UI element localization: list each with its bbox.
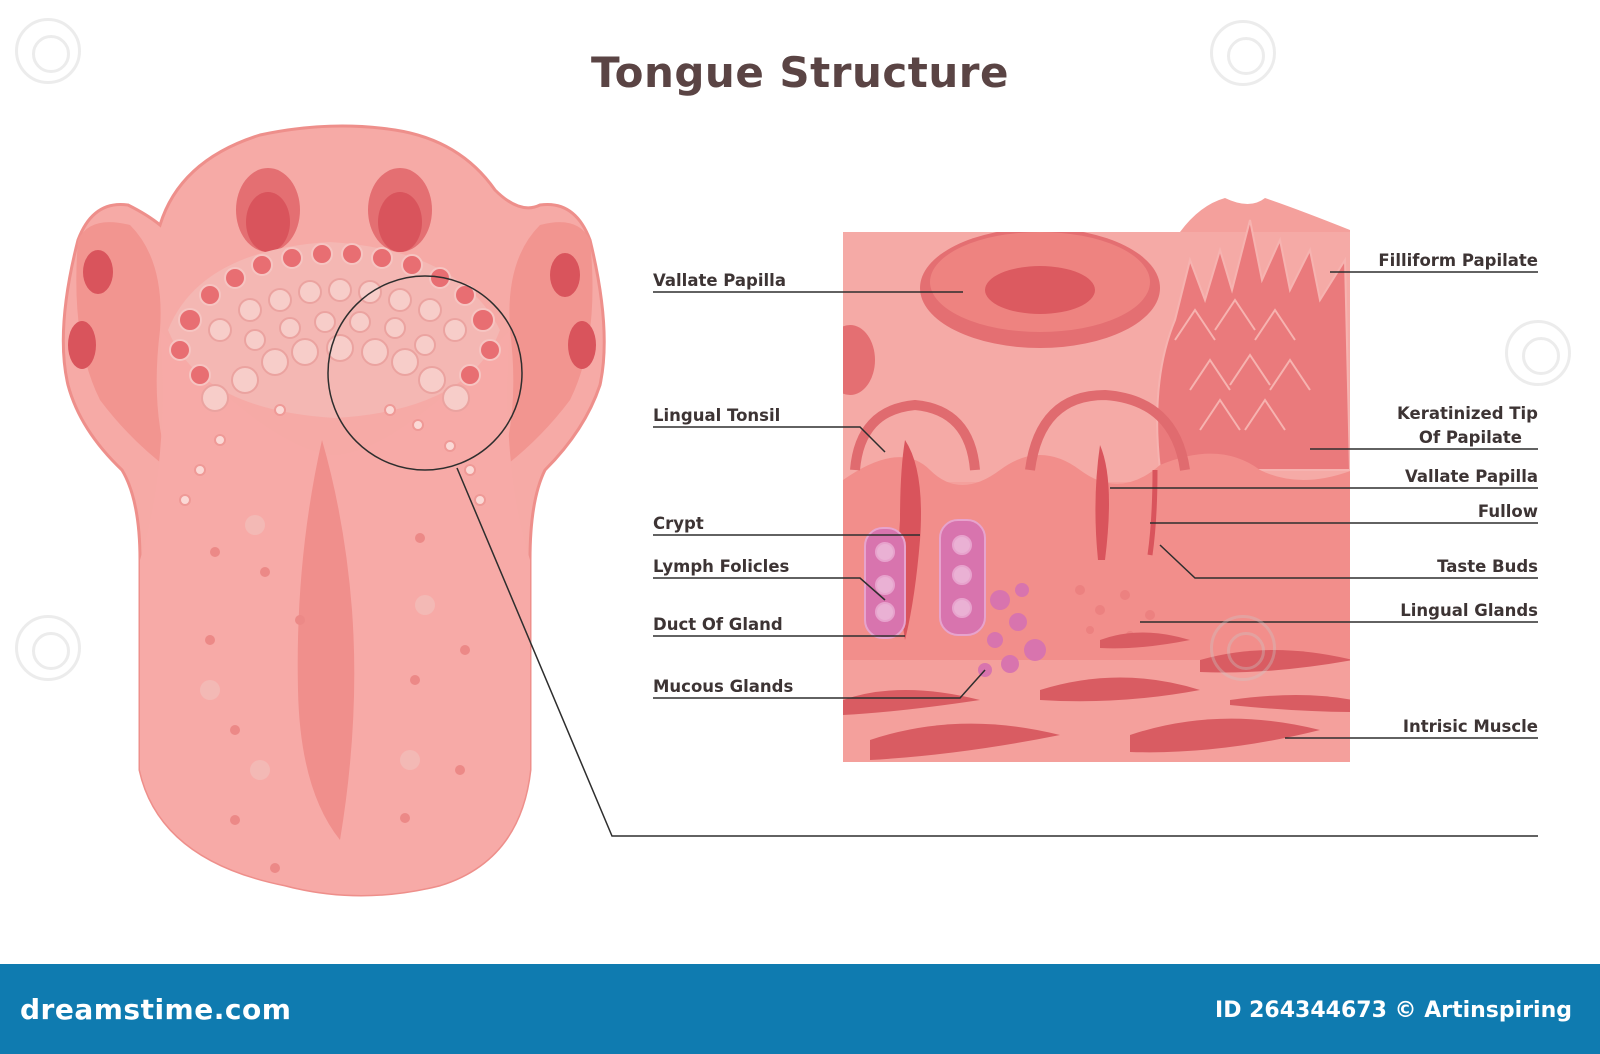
label-vallate-papilla-right: Vallate Papilla xyxy=(1405,467,1538,486)
watermark-logo xyxy=(15,18,81,84)
image-credit: ID 264344673 © Artinspiring xyxy=(1215,998,1572,1023)
filliform-papillae xyxy=(1156,219,1350,471)
watermark-logo xyxy=(1505,320,1571,386)
brand-logo-text: dreamstime.com xyxy=(20,993,292,1026)
label-filliform-papilate: Filliform Papilate xyxy=(1378,251,1538,270)
label-crypt: Crypt xyxy=(653,514,704,533)
watermark-logo xyxy=(1210,20,1276,86)
label-vallate-papilla-left: Vallate Papilla xyxy=(653,271,786,290)
label-intrisic-muscle: Intrisic Muscle xyxy=(1402,717,1538,736)
label-keratinized-tip-line1: Keratinized Tip xyxy=(1397,404,1538,423)
label-leaders xyxy=(653,271,1538,739)
label-keratinized-tip-line2: Of Papilate xyxy=(1418,428,1522,447)
median-sulcus xyxy=(297,440,355,840)
magnifier-leader-line xyxy=(456,467,1538,837)
footer-bar xyxy=(0,964,1600,1054)
label-taste-buds: Taste Buds xyxy=(1437,557,1538,576)
tongue-illustration xyxy=(61,124,1538,897)
page-title: Tongue Structure xyxy=(591,48,1009,97)
label-lymph-folicles: Lymph Folicles xyxy=(653,557,790,576)
label-duct-of-gland: Duct Of Gland xyxy=(653,615,783,634)
label-lingual-tonsil: Lingual Tonsil xyxy=(653,406,781,425)
label-fullow: Fullow xyxy=(1477,502,1538,521)
magnifier-circle xyxy=(327,275,523,471)
papillae-cluster xyxy=(169,243,501,386)
watermark-logo xyxy=(15,615,81,681)
label-mucous-glands: Mucous Glands xyxy=(653,677,794,696)
watermark-logo xyxy=(1210,615,1276,681)
label-lingual-glands: Lingual Glands xyxy=(1400,601,1538,620)
mucous-glands xyxy=(978,583,1046,677)
lymph-follicles xyxy=(864,519,986,639)
